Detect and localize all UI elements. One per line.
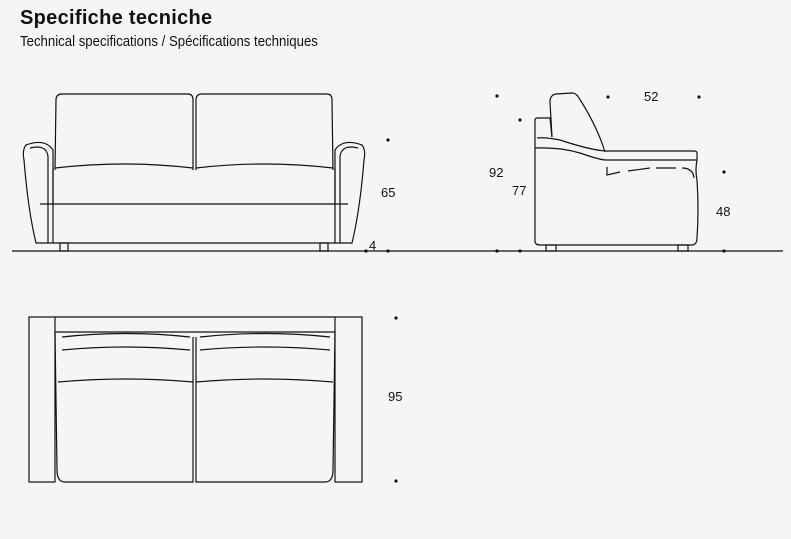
side-depth-label: 52 xyxy=(644,89,659,104)
page-subtitle: Technical specifications / Spécification… xyxy=(20,33,318,50)
page-title: Specifiche tecniche xyxy=(20,7,213,29)
foot-height-label: 4 xyxy=(369,238,377,253)
seat-height-label: 48 xyxy=(716,204,731,219)
arm-height-label: 77 xyxy=(512,183,527,198)
top-depth-label: 95 xyxy=(388,389,403,404)
sofa-side-view xyxy=(534,92,699,252)
total-height-label: 92 xyxy=(489,165,504,180)
sofa-front-view xyxy=(22,93,366,252)
sofa-top-view xyxy=(28,316,363,483)
front-height-label: 65 xyxy=(381,185,396,200)
dimension-markers xyxy=(364,94,726,483)
